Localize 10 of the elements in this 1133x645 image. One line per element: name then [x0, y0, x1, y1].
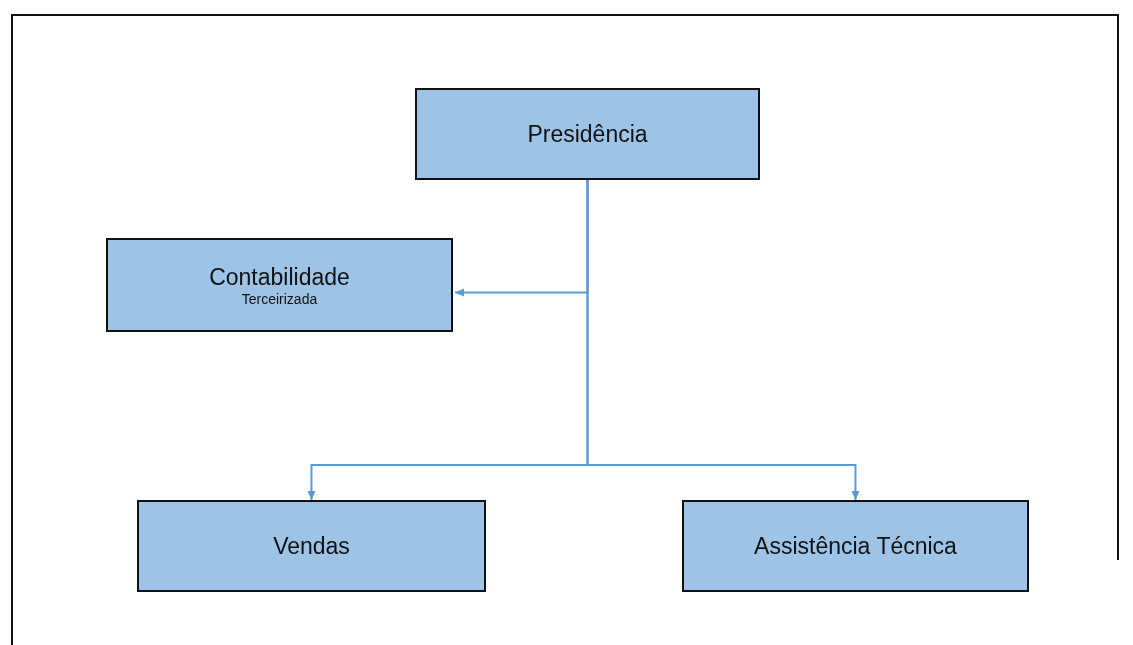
connector-arrow: [586, 179, 860, 501]
box-title: Presidência: [527, 119, 648, 149]
org-box: [682, 500, 1029, 592]
box-title: Vendas: [273, 531, 350, 561]
org-box: [106, 238, 453, 332]
org-box: [415, 88, 760, 180]
org-box: [137, 500, 486, 592]
box-title: Contabilidade: [209, 262, 350, 292]
box-title: Assistência Técnica: [754, 531, 957, 561]
box-subtitle: Terceirizada: [241, 291, 318, 308]
